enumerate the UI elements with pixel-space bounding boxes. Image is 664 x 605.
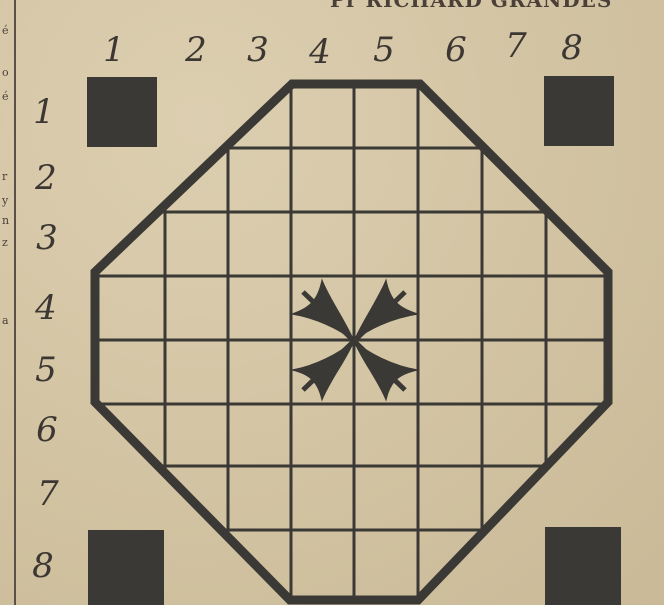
game-board[interactable] bbox=[0, 0, 664, 605]
